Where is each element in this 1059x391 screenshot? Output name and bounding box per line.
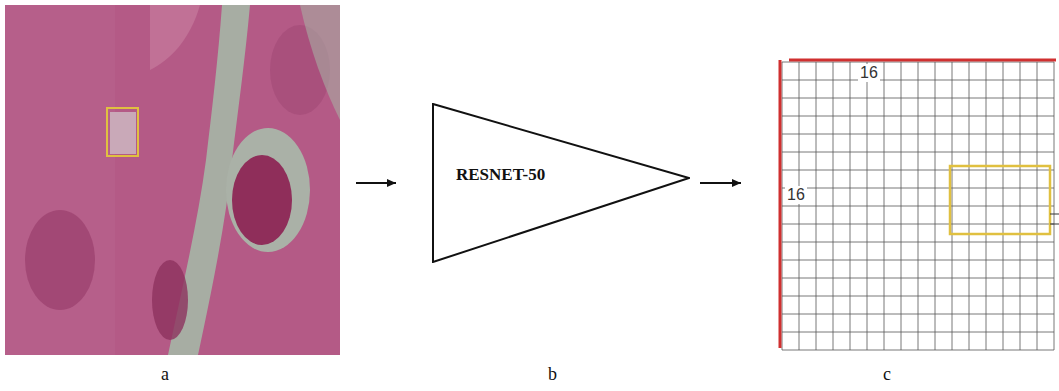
- grid-line: [782, 260, 1054, 261]
- grid-line: [1037, 62, 1038, 350]
- grid-axis: [779, 60, 782, 348]
- grid-axis: [789, 59, 1056, 62]
- highlight-box: [950, 166, 1050, 234]
- grid-line: [935, 62, 936, 350]
- panel-letter: a: [161, 364, 169, 385]
- tick: [1050, 214, 1059, 215]
- grid-line: [782, 206, 1054, 207]
- grid-line: [782, 224, 1054, 225]
- feature-grid: [782, 62, 1054, 350]
- grid-line: [782, 332, 1054, 333]
- grid-line: [782, 296, 1054, 297]
- node-label: RESNET-50: [456, 165, 545, 185]
- grid-line: [1054, 62, 1055, 350]
- grid-line: [952, 62, 953, 350]
- grid-line: [1003, 62, 1004, 350]
- histology-image: [5, 5, 340, 355]
- panel-letter: c: [883, 364, 891, 385]
- tick: [1050, 224, 1059, 225]
- grid-line: [782, 350, 1054, 351]
- grid-line: [782, 278, 1054, 279]
- flow-arrow: [700, 182, 741, 184]
- network-triangle: RESNET-50: [432, 103, 690, 263]
- flow-arrow: [356, 182, 396, 184]
- grid-size: 16: [858, 64, 880, 82]
- grid-line: [1020, 62, 1021, 350]
- grid-line: [782, 242, 1054, 243]
- grid-line: [986, 62, 987, 350]
- panel-letter: b: [548, 364, 557, 385]
- grid-line: [969, 62, 970, 350]
- grid-size: 16: [785, 186, 807, 204]
- grid-line: [782, 314, 1054, 315]
